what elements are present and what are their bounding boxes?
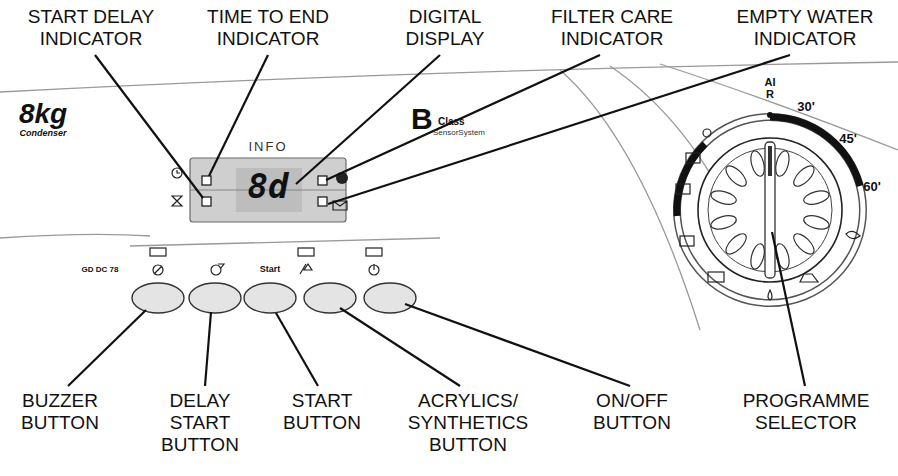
dial-grip: [802, 188, 830, 206]
callout-label: ACRYLICS/ SYNTHETICS BUTTON: [395, 390, 541, 456]
callout-label: DIGITAL DISPLAY: [380, 6, 510, 50]
panel-text: INFO: [238, 140, 298, 155]
dial-mark: 60': [857, 180, 887, 195]
callout-label: START BUTTON: [267, 390, 377, 434]
dial-grip: [723, 163, 750, 190]
dial-grip: [802, 213, 830, 231]
dial-grip: [748, 149, 766, 177]
dial-mark: 45': [833, 132, 863, 147]
button-text: Start: [250, 264, 290, 274]
dial-grip: [709, 213, 737, 231]
callout-label: PROGRAMME SELECTOR: [731, 390, 881, 434]
capacity-mark: 8kg: [3, 98, 83, 130]
callout-label: FILTER CARE INDICATOR: [524, 6, 700, 50]
capacity-subtitle: Condenser: [3, 128, 83, 138]
brand-subtitle: SensorSystem: [433, 128, 503, 137]
callout-label: ON/OFF BUTTON: [577, 390, 687, 434]
dial-grip: [709, 188, 737, 206]
dial-grip: [790, 230, 817, 257]
dial-grip: [723, 230, 750, 257]
dial-grip: [773, 149, 791, 177]
dial-mark: AIR: [765, 76, 776, 100]
class-subtitle: Class: [438, 116, 478, 128]
dial-grip: [790, 163, 817, 190]
callout-label: DELAY START BUTTON: [145, 390, 255, 456]
display-readout: 8d: [233, 167, 303, 206]
dial-grip: [748, 242, 766, 270]
callout-label: TIME TO END INDICATOR: [180, 6, 356, 50]
callout-label: BUZZER BUTTON: [5, 390, 115, 434]
callout-label: EMPTY WATER INDICATOR: [715, 6, 895, 50]
callout-label: START DELAY INDICATOR: [3, 6, 179, 50]
dial-mark: 30': [791, 100, 821, 115]
model-number: GD DC 78: [70, 265, 130, 274]
